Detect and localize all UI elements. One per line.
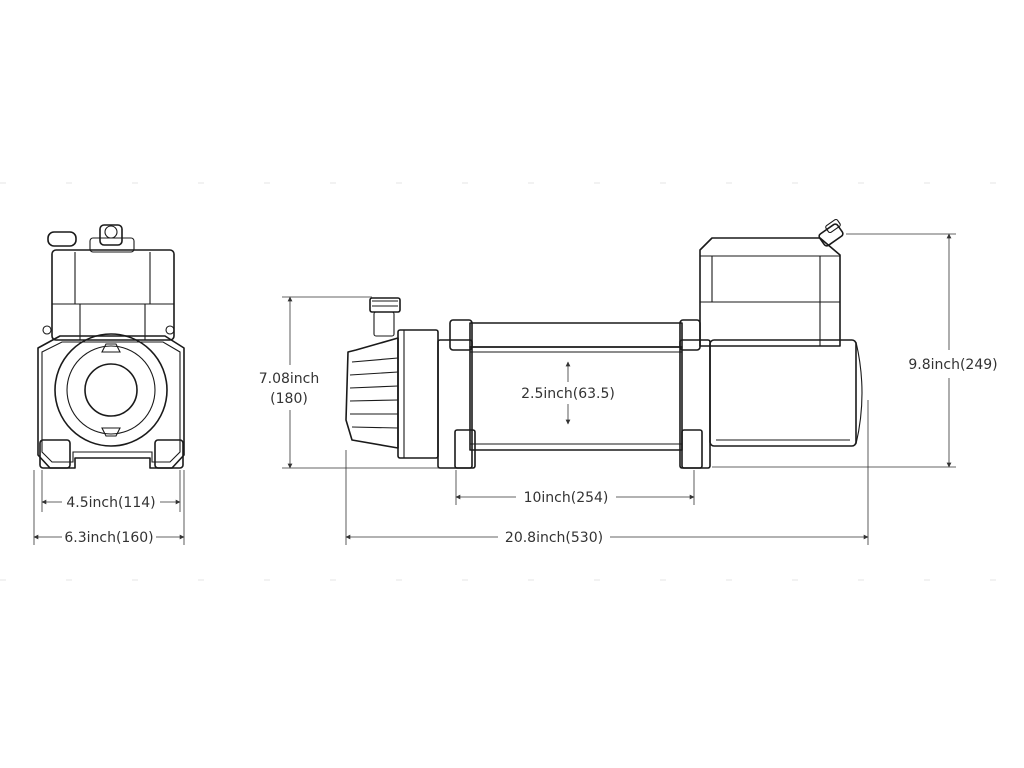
front-housing — [37, 335, 185, 469]
tie-bar — [469, 322, 683, 348]
front-control-box — [51, 249, 175, 341]
front-connector-icon — [47, 224, 135, 253]
front-dimensions: 4.5inch(114) 6.3inch(160) — [33, 470, 185, 546]
overall-length-label: 20.8inch(530) — [505, 530, 603, 546]
front-overall-width-label: 6.3inch(160) — [64, 530, 153, 546]
drum-height-label: 7.08inch — [259, 371, 320, 387]
motor — [709, 339, 857, 447]
side-view — [345, 218, 863, 469]
side-connector-icon — [818, 218, 844, 247]
side-dimensions: 7.08inch (180) 2.5inch(63.5) 10inch(254)… — [259, 233, 998, 546]
drum — [469, 346, 683, 451]
drum-height-mm-label: (180) — [270, 391, 308, 407]
background-guides — [0, 182, 1024, 581]
front-view — [37, 224, 185, 469]
front-inner-width-label: 4.5inch(114) — [66, 495, 155, 511]
drum-diameter-label: 2.5inch(63.5) — [521, 386, 615, 402]
front-drum-outer — [54, 333, 168, 447]
right-end-plate — [679, 339, 711, 469]
gearbox-cap — [345, 337, 399, 449]
front-drum-hub — [84, 363, 138, 417]
control-box — [699, 237, 841, 347]
overall-height-label: 9.8inch(249) — [908, 357, 997, 373]
clutch-knob-icon — [369, 297, 401, 337]
drum-length-label: 10inch(254) — [524, 490, 609, 506]
